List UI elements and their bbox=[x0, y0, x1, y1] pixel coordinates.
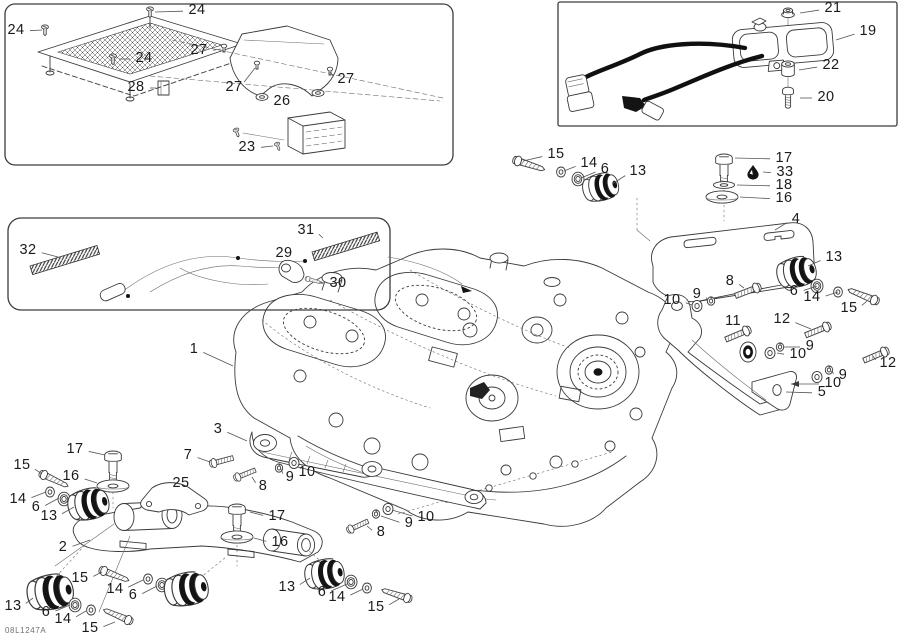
adhesive-strip-31 bbox=[311, 231, 381, 262]
part-front-mount bbox=[249, 431, 487, 510]
adhesive-strip-32 bbox=[29, 245, 101, 276]
part-cross-member bbox=[72, 482, 323, 563]
part-support-bracket bbox=[140, 482, 209, 516]
part-engine bbox=[233, 248, 678, 527]
part-rear-mount-arm bbox=[657, 294, 797, 416]
figure-code: 08L1247A bbox=[5, 626, 47, 635]
inset-voltage-regulator bbox=[557, 1, 898, 127]
inset-electrical-tray bbox=[4, 3, 454, 166]
inset-harness bbox=[7, 217, 472, 311]
